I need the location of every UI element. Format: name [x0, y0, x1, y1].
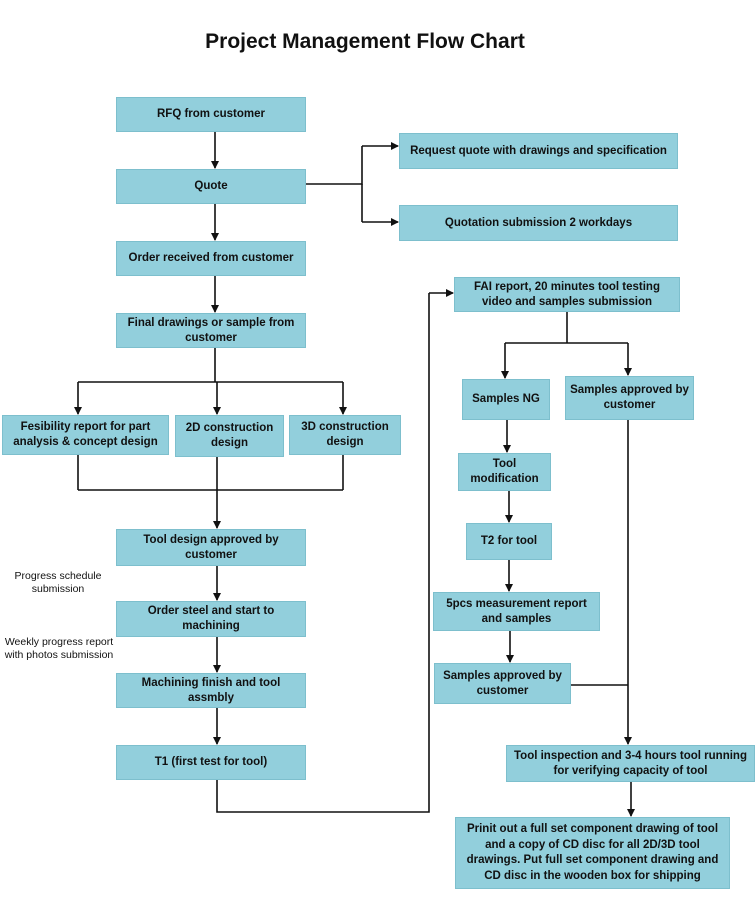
branch-quote — [306, 146, 363, 185]
node-3d-construction: 3D construction design — [289, 415, 401, 455]
node-print-out: Prinit out a full set component drawing … — [455, 817, 730, 889]
node-order-received: Order received from customer — [116, 241, 306, 276]
node-tool-design-approved: Tool design approved by customer — [116, 529, 306, 566]
node-order-steel: Order steel and start to machining — [116, 601, 306, 637]
node-2d-construction: 2D construction design — [175, 415, 284, 457]
note-weekly-progress: Weekly progress report with photos submi… — [4, 636, 114, 661]
node-quotation-submission: Quotation submission 2 workdays — [399, 205, 678, 241]
node-samples-approved-right: Samples approved by customer — [565, 376, 694, 420]
node-tool-inspection: Tool inspection and 3-4 hours tool runni… — [506, 745, 755, 782]
node-final-drawings: Final drawings or sample from customer — [116, 313, 306, 348]
node-t2: T2 for tool — [466, 523, 552, 560]
node-feasibility: Fesibility report for part analysis & co… — [2, 415, 169, 455]
line-t1-to-fai — [216, 293, 430, 813]
chart-title: Project Management Flow Chart — [205, 30, 525, 53]
node-samples-approved-left: Samples approved by customer — [434, 663, 571, 704]
node-fai-report: FAI report, 20 minutes tool testing vide… — [454, 277, 680, 312]
node-machining-finish: Machining finish and tool assmbly — [116, 673, 306, 708]
node-t1: T1 (first test for tool) — [116, 745, 306, 780]
node-quote: Quote — [116, 169, 306, 204]
note-progress-schedule: Progress schedule submission — [14, 570, 102, 595]
node-rfq: RFQ from customer — [116, 97, 306, 132]
node-tool-modification: Tool modification — [458, 453, 551, 491]
node-request-quote: Request quote with drawings and specific… — [399, 133, 678, 169]
node-samples-ng: Samples NG — [462, 379, 550, 420]
node-measurement-report: 5pcs measurement report and samples — [433, 592, 600, 631]
connector-lines — [74, 132, 635, 817]
